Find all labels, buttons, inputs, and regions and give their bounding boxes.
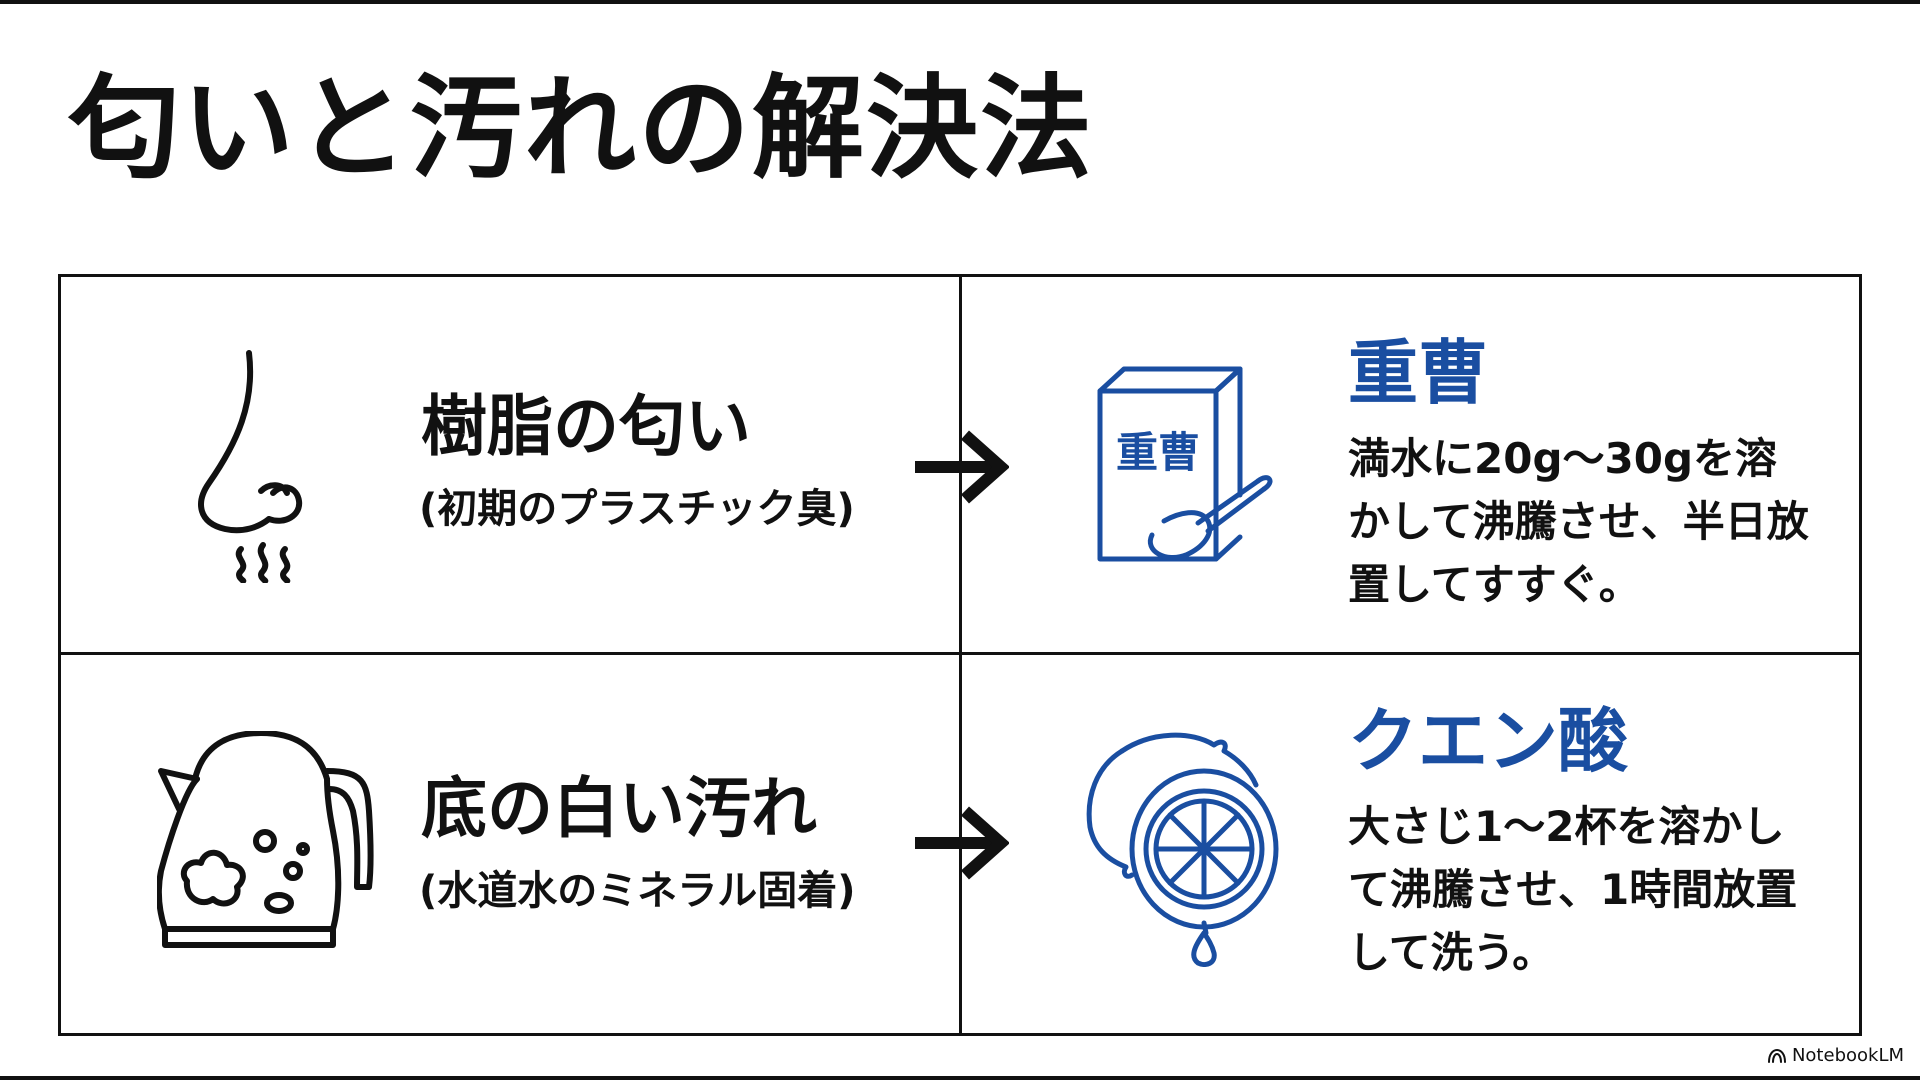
kettle-icon — [157, 731, 387, 951]
problem-title: 底の白い汚れ — [421, 770, 817, 847]
row-divider — [61, 652, 1859, 655]
problem-cell-resin-smell: 樹脂の匂い (初期のプラスチック臭) — [61, 277, 1009, 652]
solution-title: クエン酸 — [1348, 700, 1628, 782]
solution-description: 満水に20g〜30gを溶かして沸騰させ、半日放置してすすぐ。 — [1348, 434, 1809, 609]
solution-cell-citric-acid: クエン酸 大さじ1〜2杯を溶かして沸騰させ、1時間放置して洗う。 — [962, 655, 1862, 1035]
solution-cell-baking-soda: 重曹 重曹 満水に20g〜30gを溶かして沸騰させ、半日放置してすすぐ。 — [962, 277, 1862, 652]
lemon-icon — [1082, 727, 1282, 967]
column-divider — [959, 277, 962, 1033]
problem-title: 樹脂の匂い — [421, 388, 751, 465]
page-title: 匂いと汚れの解決法 — [68, 64, 1094, 194]
badge-label: NotebookLM — [1791, 1045, 1904, 1066]
problem-cell-white-stains: 底の白い汚れ (水道水のミネラル固着) — [61, 655, 1009, 1035]
bottom-border — [0, 1076, 1920, 1080]
solutions-table: 樹脂の匂い (初期のプラスチック臭) 重曹 重曹 満水に20g〜30gを溶かして… — [58, 274, 1862, 1036]
notebooklm-logo-icon — [1767, 1048, 1786, 1063]
arrow-right-icon — [915, 430, 1009, 504]
box-label: 重曹 — [1116, 428, 1200, 477]
top-border — [0, 0, 1920, 4]
notebooklm-badge: NotebookLM — [1767, 1045, 1904, 1066]
solution-description: 大さじ1〜2杯を溶かして沸騰させ、1時間放置して洗う。 — [1348, 802, 1798, 977]
arrow-right-icon — [915, 806, 1009, 880]
problem-subtitle: (初期のプラスチック臭) — [419, 486, 855, 532]
problem-subtitle: (水道水のミネラル固着) — [419, 868, 856, 914]
solution-title: 重曹 — [1348, 332, 1488, 414]
nose-smell-icon — [189, 343, 329, 583]
baking-soda-box-icon: 重曹 — [1090, 365, 1290, 565]
